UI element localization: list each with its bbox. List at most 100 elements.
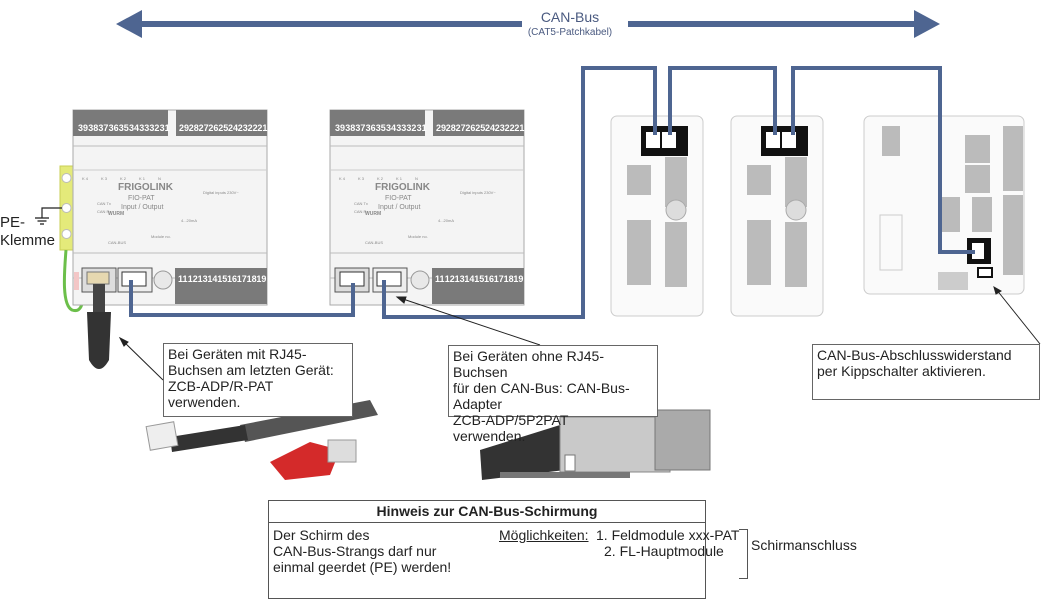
terminator-plug [87, 284, 111, 369]
ground-wire [41, 207, 62, 218]
module-model: FIO-PAT [385, 195, 412, 202]
callout-termination: CAN-Bus-Abschlusswiderstand per Kippscha… [812, 344, 1040, 400]
callout-line: Bei Geräten mit RJ45- [168, 346, 307, 362]
terminal-number: 24 [228, 123, 238, 133]
shielding-hint-box: Hinweis zur CAN-Bus-Schirmung Der Schirm… [268, 500, 857, 599]
terminal-number: 21 [514, 123, 524, 133]
terminal-number: 18 [247, 274, 257, 284]
terminal-number: 23 [238, 123, 248, 133]
terminal-number: 34 [129, 123, 139, 133]
terminal-number: 13 [455, 274, 465, 284]
terminal-number: 14 [207, 274, 217, 284]
module-model: FIO-PAT [128, 195, 155, 202]
pe-terminal-label: PE- Klemme [0, 214, 55, 250]
led-label: CAN Tx [97, 201, 111, 206]
main-module-1 [610, 115, 704, 317]
callout-adapter: Bei Geräten ohne RJ45-Buchsen für den CA… [448, 345, 658, 444]
digital-inputs-label: Digital inputs 230V~ [203, 190, 239, 195]
terminal-number: 28 [189, 123, 199, 133]
terminal-number: 35 [119, 123, 129, 133]
callout-line: ZCB-ADP/5P2PAT [453, 412, 569, 428]
hint-title: Hinweis zur CAN-Bus-Schirmung [269, 501, 705, 523]
arrow-right-head-icon [914, 10, 940, 38]
terminal-number: 39 [78, 123, 88, 133]
analog-label: 4...20mA [438, 218, 454, 223]
terminal-number: 22 [248, 123, 258, 133]
terminal-number: 27 [456, 123, 466, 133]
terminal-number: 15 [217, 274, 227, 284]
callout-rj45-end: Bei Geräten mit RJ45- Buchsen am letzten… [163, 343, 353, 417]
terminal-number: 37 [98, 123, 108, 133]
terminal-number: 34 [386, 123, 396, 133]
terminal-number: 23 [495, 123, 505, 133]
can-bus-cables [129, 66, 975, 319]
pe-terminal [35, 165, 85, 313]
pointer-lines [118, 285, 1041, 381]
terminal-number: 27 [199, 123, 209, 133]
terminal-number: 16 [484, 274, 494, 284]
terminal-number: 31 [160, 123, 170, 133]
module-brand: FRIGOLINK [118, 182, 174, 193]
terminal-number: 25 [475, 123, 485, 133]
terminal-number: 16 [227, 274, 237, 284]
terminal-number: 22 [505, 123, 515, 133]
led-label: CAN Tx [354, 201, 368, 206]
terminal-number: 36 [109, 123, 119, 133]
relay-label: K 4 [339, 176, 346, 181]
main-module-3 [863, 115, 1025, 295]
terminal-number: 26 [465, 123, 475, 133]
terminal-number: 32 [149, 123, 159, 133]
terminal-number: 29 [436, 123, 446, 133]
canbus-label: CAN-BUS [108, 240, 126, 245]
terminal-number: 31 [417, 123, 427, 133]
hint-bracket [739, 529, 748, 579]
callout-line: für den CAN-Bus: CAN-Bus-Adapter [453, 380, 630, 412]
can-bus-adapter-product [480, 409, 711, 480]
can-bus-arrow [116, 10, 940, 38]
pe-label-line-2: Klemme [0, 232, 56, 249]
terminal-number: 19 [513, 274, 523, 284]
analog-label: 4...20mA [181, 218, 197, 223]
module-2-ports [334, 267, 430, 293]
terminal-number: 11 [435, 274, 445, 284]
relay-label: K 2 [377, 176, 384, 181]
terminal-number: 14 [464, 274, 474, 284]
hint-shield-label: Schirmanschluss [751, 537, 857, 553]
relay-label: K 4 [82, 176, 89, 181]
terminal-number: 11 [178, 274, 188, 284]
callout-line: ZCB-ADP/R-PAT [168, 378, 274, 394]
terminal-number: 12 [445, 274, 455, 284]
can-bus-title: CAN-Bus [540, 9, 600, 25]
hint-line: einmal geerdet (PE) werden! [273, 559, 452, 575]
terminal-number: 18 [504, 274, 514, 284]
module-address-dial-icon [153, 270, 173, 290]
hint-line: Der Schirm des [273, 527, 370, 543]
terminal-number: 17 [237, 274, 247, 284]
relay-label: N [415, 176, 418, 181]
terminal-number: 26 [208, 123, 218, 133]
hint-description: Der Schirm des CAN-Bus-Strangs darf nur … [273, 527, 493, 575]
callout-line: per Kippschalter aktivieren. [817, 363, 986, 379]
callout-line: CAN-Bus-Abschlusswiderstand [817, 347, 1012, 363]
terminal-number: 33 [396, 123, 406, 133]
terminal-number: 17 [494, 274, 504, 284]
terminal-number: 29 [179, 123, 189, 133]
terminal-number: 39 [335, 123, 345, 133]
module-no-label: Module no. [408, 234, 428, 239]
pe-label-line-1: PE- [0, 214, 26, 231]
hint-options-label: Möglichkeiten: [499, 527, 589, 543]
terminal-number: 38 [88, 123, 98, 133]
hint-option-2: 2. FL-Hauptmodule [604, 543, 724, 559]
relay-label: N [158, 176, 161, 181]
terminal-number: 38 [345, 123, 355, 133]
module-maker: WURM [108, 211, 124, 217]
terminal-number: 36 [366, 123, 376, 133]
module-no-label: Module no. [151, 234, 171, 239]
relay-label: K 3 [101, 176, 108, 181]
terminal-number: 21 [257, 123, 267, 133]
led-label: CAN Rx [97, 209, 111, 214]
hint-option-1: 1. Feldmodule xxx-PAT [596, 527, 740, 543]
hint-line: CAN-Bus-Strangs darf nur [273, 543, 437, 559]
callout-line: verwenden. [168, 394, 241, 410]
